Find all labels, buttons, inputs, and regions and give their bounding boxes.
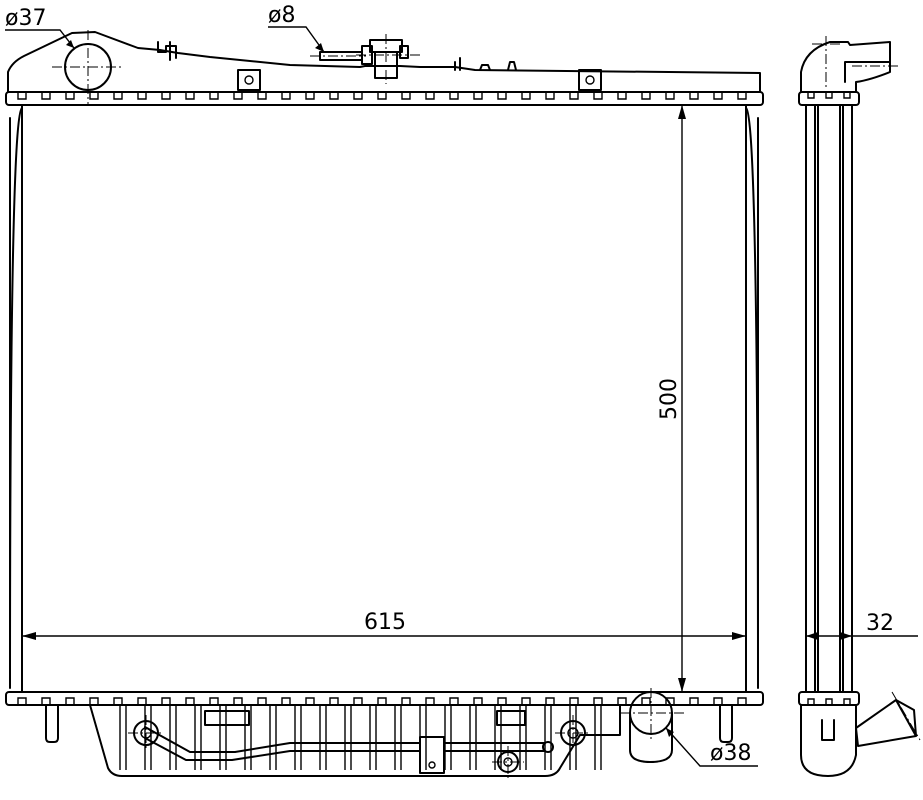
leader-outlet-diameter: ø37 bbox=[5, 6, 75, 49]
leader-overflow-diameter: ø8 bbox=[268, 3, 325, 53]
radiator-core bbox=[21, 104, 747, 693]
overflow-diameter-label: ø8 bbox=[268, 3, 295, 28]
side-bottom-tank bbox=[800, 704, 857, 777]
top-tank bbox=[7, 31, 761, 93]
filler-neck bbox=[356, 34, 420, 84]
front-view bbox=[5, 30, 764, 778]
transmission-cooler-lines bbox=[128, 715, 591, 778]
leader-inlet-diameter: ø38 bbox=[665, 727, 758, 767]
side-bottom-header bbox=[798, 691, 860, 706]
side-inlet-pipe bbox=[855, 699, 917, 747]
bottom-tank-label-right bbox=[496, 710, 526, 726]
side-core bbox=[805, 104, 853, 693]
bottom-tank bbox=[89, 704, 621, 777]
bottom-mount-pins bbox=[45, 704, 733, 743]
side-top-header-teeth bbox=[807, 92, 851, 99]
dimension-core-width: 615 bbox=[22, 610, 746, 640]
bottom-tank-label-left bbox=[204, 710, 250, 726]
core-width-label: 615 bbox=[364, 610, 406, 635]
bottom-header-plate bbox=[5, 691, 764, 706]
lower-hose-inlet bbox=[620, 688, 684, 763]
top-header-teeth bbox=[17, 92, 747, 100]
dimension-core-height: 500 bbox=[657, 105, 686, 692]
upper-hose-outlet bbox=[52, 30, 124, 104]
side-top-header bbox=[798, 91, 860, 106]
inlet-diameter-label: ø38 bbox=[710, 741, 751, 766]
side-bottom-header-teeth bbox=[807, 698, 851, 705]
side-view bbox=[798, 36, 921, 777]
dimension-core-thickness: 32 bbox=[806, 611, 918, 640]
top-mount-brackets bbox=[157, 41, 602, 91]
left-side-plate bbox=[9, 104, 23, 693]
right-side-plate bbox=[745, 104, 759, 693]
core-thickness-label: 32 bbox=[866, 611, 894, 636]
overflow-pipe bbox=[310, 51, 366, 61]
bottom-header-teeth bbox=[17, 697, 747, 705]
core-height-label: 500 bbox=[657, 378, 682, 420]
side-top-tank bbox=[800, 41, 891, 93]
outlet-diameter-label: ø37 bbox=[5, 6, 46, 31]
